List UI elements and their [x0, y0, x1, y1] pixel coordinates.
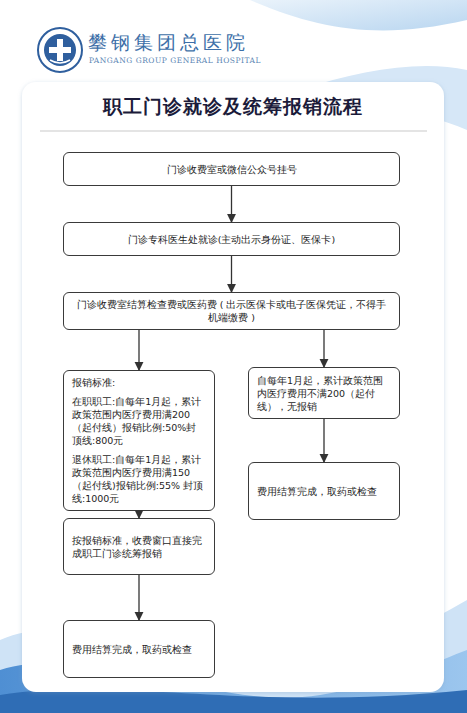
flow-arrow: [231, 256, 232, 292]
hospital-name-en: PANGANG GROUP GENERAL HOSPITAL: [89, 56, 261, 65]
box-text: 门诊收费室或微信公众号挂号: [167, 163, 297, 176]
process-box: 自每年1月起，累计政策范围内医疗费用不满200（起付线），无报销: [248, 367, 400, 419]
box-text: 费用结算完成，取药或检查: [72, 643, 206, 656]
top-wave: [250, 0, 467, 30]
process-box: 按报销标准，收费窗口直接完成职工门诊统筹报销: [63, 518, 215, 575]
box-text: 门诊专科医生处就诊(主动出示身份证、医保卡): [128, 233, 335, 246]
diagram-title: 职工门诊就诊及统筹报销流程: [22, 94, 444, 120]
bottom-wave: [0, 689, 467, 713]
hospital-name: 攀钢集团总医院: [88, 30, 249, 56]
process-box: 门诊收费室或微信公众号挂号: [63, 152, 400, 186]
process-box: 报销标准: 在职职工:自每年1月起，累计政策范围内医疗费用满200（起付线）报销比…: [63, 370, 215, 511]
flow-arrow: [231, 186, 232, 222]
flow-arrow: [323, 330, 324, 367]
box-text: 按报销标准，收费窗口直接完成职工门诊统筹报销: [72, 534, 206, 560]
flow-arrow: [138, 511, 139, 518]
box-text: 门诊收费室结算检查费或医药费 ( 出示医保卡或电子医保凭证，不得手机端缴费 ): [74, 298, 389, 324]
logo-cross: [49, 47, 71, 53]
flow-arrow: [138, 330, 139, 370]
box-text: 自每年1月起，累计政策范围内医疗费用不满200（起付线），无报销: [257, 374, 391, 413]
process-box: 门诊收费室结算检查费或医药费 ( 出示医保卡或电子医保凭证，不得手机端缴费 ): [63, 292, 400, 330]
logo-wave: [50, 60, 70, 63]
flow-arrow: [323, 419, 324, 462]
logo-ring: [38, 28, 82, 72]
flow-arrow: [138, 575, 139, 620]
process-box: 费用结算完成，取药或检查: [248, 462, 400, 520]
card: [22, 82, 444, 692]
box-text: 在职职工:自每年1月起，累计政策范围内医疗费用满200（起付线）报销比例:50%…: [72, 395, 206, 447]
logo: [38, 28, 82, 72]
title-rule: [40, 131, 427, 132]
process-box: 费用结算完成，取药或检查: [63, 620, 215, 678]
box-text: 退休职工:自每年1月起，累计政策范围内医疗费用满150（起付线)报销比例:55%…: [72, 453, 206, 505]
box-text: 费用结算完成，取药或检查: [257, 485, 391, 498]
logo-disc: [44, 34, 76, 66]
process-box: 门诊专科医生处就诊(主动出示身份证、医保卡): [63, 222, 400, 256]
box-heading: 报销标准:: [72, 376, 206, 389]
